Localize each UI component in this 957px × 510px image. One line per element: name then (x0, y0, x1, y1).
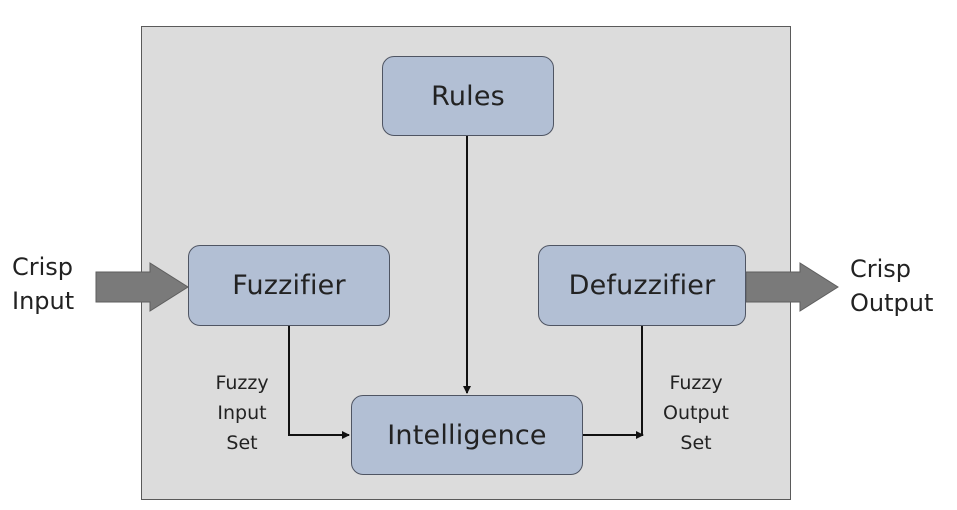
crisp-input-line2: Input (12, 287, 75, 315)
fuzzy-input-set-line3: Set (226, 432, 258, 454)
crisp-input-arrow (95, 262, 189, 312)
fuzzy-output-set-line2: Output (663, 402, 729, 424)
defuzzifier-label: Defuzzifier (568, 270, 716, 301)
rules-block: Rules (382, 56, 554, 136)
crisp-input-line1: Crisp (12, 253, 74, 281)
fuzzifier-label: Fuzzifier (232, 270, 346, 301)
crisp-output-label: Crisp Output (850, 252, 933, 320)
fuzzy-output-set-label: Fuzzy Output Set (655, 368, 737, 458)
fuzzy-output-set-line3: Set (680, 432, 712, 454)
fuzzy-input-set-line2: Input (217, 402, 267, 424)
intelligence-to-defuzzifier-line (583, 326, 643, 436)
crisp-output-line2: Output (850, 289, 934, 317)
crisp-output-arrow (745, 262, 839, 312)
fuzzifier-block: Fuzzifier (188, 245, 390, 326)
fuzzy-output-set-line1: Fuzzy (669, 372, 723, 394)
crisp-input-label: Crisp Input (12, 250, 74, 318)
fuzzy-input-set-label: Fuzzy Input Set (207, 368, 277, 458)
defuzzifier-block: Defuzzifier (538, 245, 746, 326)
intelligence-block: Intelligence (351, 395, 583, 475)
fuzzifier-to-intelligence-line (288, 326, 350, 439)
crisp-output-line1: Crisp (850, 255, 912, 283)
intelligence-label: Intelligence (387, 419, 547, 451)
fuzzy-input-set-line1: Fuzzy (215, 372, 269, 394)
rules-label: Rules (431, 80, 505, 112)
